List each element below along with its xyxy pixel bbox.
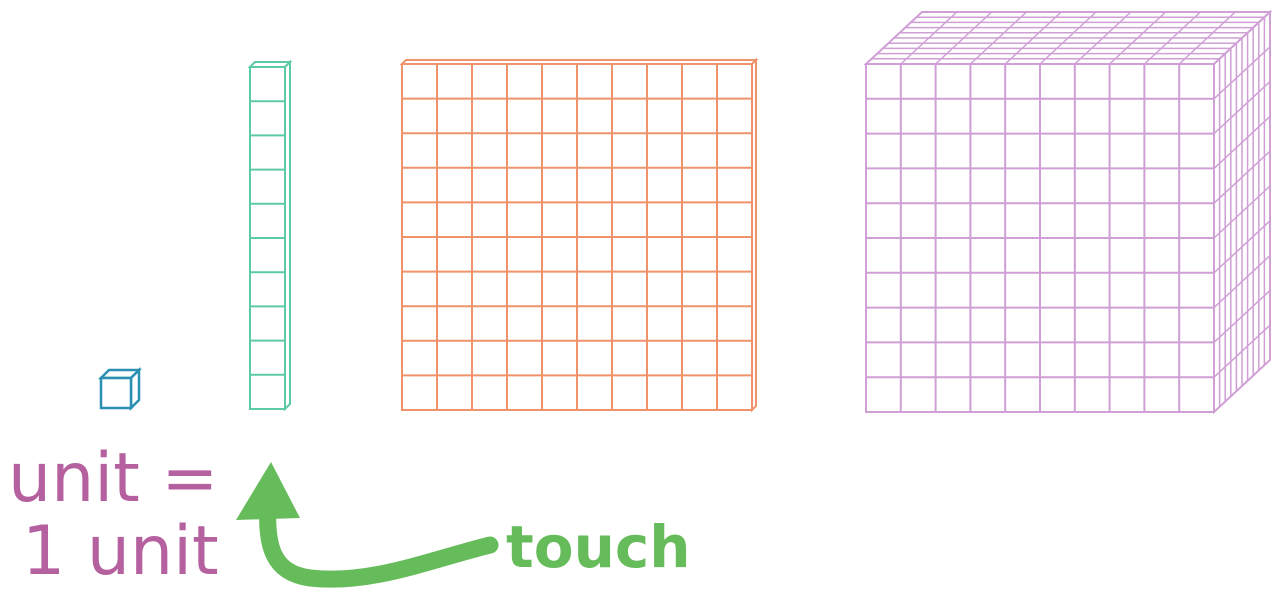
touch-label: touch xyxy=(506,518,691,576)
ten-rod xyxy=(250,62,290,409)
arrow-head xyxy=(236,462,300,520)
unit-cube xyxy=(101,370,139,408)
curved-arrow-icon xyxy=(236,462,490,579)
arrow-shaft xyxy=(268,505,490,579)
one-unit-label: 1 unit xyxy=(22,518,219,586)
thousand-cube xyxy=(866,12,1270,412)
hundred-flat xyxy=(402,60,756,410)
unit-equals-label: unit = xyxy=(8,445,218,513)
block-front xyxy=(101,378,131,408)
